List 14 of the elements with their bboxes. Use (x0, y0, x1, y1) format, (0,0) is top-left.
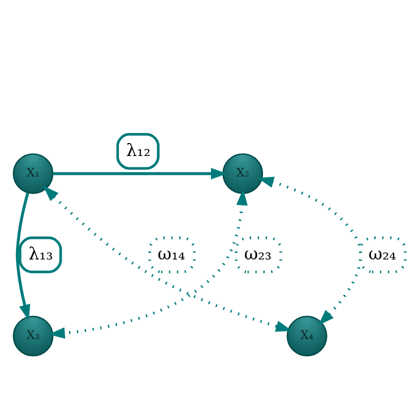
edge-label: λ₁₃ (28, 244, 53, 264)
arrow (48, 188, 248, 338)
arrow (257, 176, 362, 325)
node-circle: X₃ (12, 315, 54, 356)
arrow (52, 167, 228, 179)
node-circle: X₄ (286, 315, 328, 356)
edge-label: ω₁₄ (158, 244, 186, 264)
edge-label: ω₂₃ (244, 244, 272, 264)
node-circle: X₂ (222, 152, 264, 194)
arrow (16, 192, 30, 320)
edge-label: ω₂₄ (368, 244, 396, 264)
node-circle: X₁ (12, 152, 54, 194)
arrow (43, 185, 292, 332)
edge-label: λ₁₂ (126, 140, 151, 160)
